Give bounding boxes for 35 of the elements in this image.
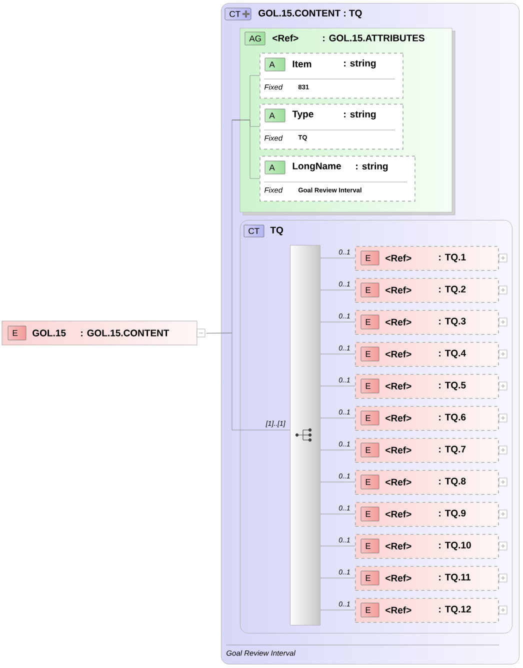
connector [232,120,260,179]
type-badge: E [360,378,380,394]
type-badge: AG [244,32,266,46]
type-badge: E [360,474,380,490]
type-badge: E [360,410,380,426]
type-badge: CT [224,8,252,20]
element-box: E <Ref> : TQ.6 [355,406,499,431]
type-badge: E [360,506,380,522]
element-box: E <Ref> : TQ.9 [355,502,499,527]
type-badge: E [360,314,380,330]
element-box: E <Ref> : TQ.5 [355,374,499,399]
connector [206,332,290,430]
element-box: E <Ref> : TQ.12 [355,598,499,623]
type-badge: E [8,326,26,340]
type-badge: E [360,602,380,618]
element-box: E <Ref> : TQ.4 [355,342,499,367]
type-badge: E [360,570,380,586]
element-box: E <Ref> : TQ.3 [355,310,499,335]
type-badge: E [360,442,380,458]
type-badge: E [360,282,380,298]
type-badge: E [360,346,380,362]
type-badge: A [264,58,286,72]
element-box: E <Ref> : TQ.11 [355,566,499,591]
type-badge: CT [244,224,264,238]
element-box: E <Ref> : TQ.2 [355,278,499,303]
type-badge: E [360,538,380,554]
element-box: E <Ref> : TQ.1 [355,246,499,271]
type-badge: A [264,108,286,122]
sequence-bar [290,245,320,626]
type-badge: E [360,250,380,266]
element-box: E <Ref> : TQ.10 [355,534,499,559]
element-box: E <Ref> : TQ.7 [355,438,499,463]
element-box: E <Ref> : TQ.8 [355,470,499,495]
type-badge: A [264,160,286,174]
element-box: E GOL.15 : GOL.15.CONTENT [2,320,206,346]
